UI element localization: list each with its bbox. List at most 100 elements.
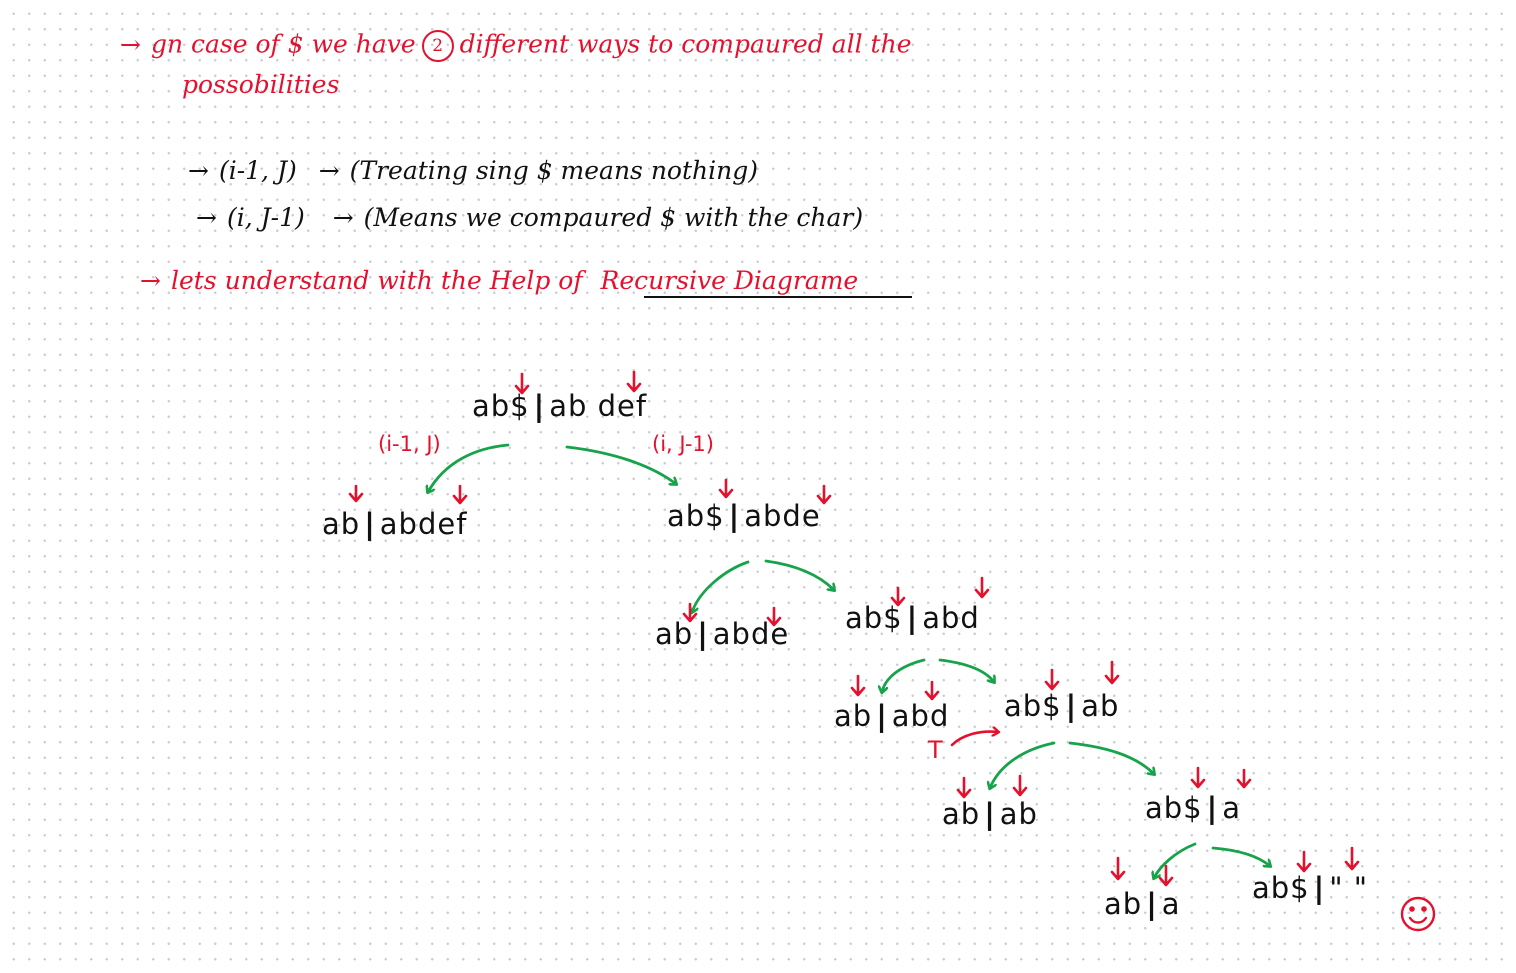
pointer-arrow-icon — [1044, 668, 1060, 691]
pointer-arrow-icon — [956, 776, 972, 799]
tree-node: ab|ab — [942, 800, 1038, 829]
node-right: abd — [922, 601, 980, 635]
node-left: ab — [1104, 887, 1143, 921]
branch-arrow — [692, 560, 750, 612]
node-left: ab — [942, 797, 981, 831]
pointer-arrow-icon — [1104, 660, 1120, 685]
tree-node: ab$|" " — [1252, 874, 1368, 903]
pointer-arrow-icon — [850, 674, 866, 697]
note-line-2: possobilities — [182, 70, 340, 99]
node-separator: | — [728, 499, 741, 533]
branch-label-left: (i-1, J) — [378, 432, 441, 456]
pointer-arrow-icon — [974, 576, 990, 599]
right-arrow-icon: → — [332, 203, 354, 232]
node-left: ab — [655, 617, 694, 651]
node-left: ab$ — [1145, 791, 1203, 825]
option-2: → (i, J-1) → (Means we compaured $ with th… — [196, 205, 863, 230]
branch-arrow — [938, 658, 994, 682]
true-label: T — [928, 736, 943, 764]
pointer-arrow-icon — [1236, 768, 1252, 789]
node-separator: | — [876, 699, 888, 733]
right-arrow-icon: → — [140, 266, 161, 295]
tree-node: ab$|ab — [1004, 692, 1119, 721]
node-right: " " — [1329, 871, 1369, 905]
node-left: ab — [322, 507, 361, 541]
branch-arrow — [882, 658, 926, 692]
pointer-arrow-icon — [766, 606, 782, 627]
tree-node: ab$|abde — [667, 502, 821, 531]
option-1: → (i-1, J) → (Treating sing $ means nothin… — [188, 158, 758, 183]
branch-arrow — [428, 443, 510, 492]
node-right: abdef — [379, 507, 468, 541]
note-line-5: → lets understand with the Help of Recurs… — [140, 268, 858, 293]
branch-arrow — [1068, 741, 1154, 774]
branch-arrow — [565, 445, 676, 484]
pointer-arrow-icon — [924, 680, 940, 701]
option-2-meaning: (Means we compaured $ with the char) — [363, 203, 864, 232]
tree-node: ab$|abd — [845, 604, 980, 633]
pointer-arrow-icon — [1190, 766, 1206, 789]
node-right: a — [1161, 887, 1181, 921]
node-left: ab$ — [472, 389, 530, 423]
smiley-icon — [1400, 896, 1436, 932]
pointer-arrow-icon — [816, 484, 832, 505]
recursive-diagram-link: Recursive Diagrame — [600, 266, 859, 295]
tree-node-root: ab$|ab def — [472, 392, 647, 421]
tree-node: ab|abde — [655, 620, 789, 649]
pointer-arrow-icon — [1012, 774, 1028, 797]
circled-number: 2 — [421, 30, 454, 62]
branch-arrow — [1154, 842, 1197, 878]
pointer-arrow-icon — [1344, 846, 1360, 871]
node-separator: | — [984, 797, 996, 831]
node-left: ab$ — [1004, 689, 1062, 723]
note-line-1-after: different ways to compaured all the — [459, 29, 912, 59]
pointer-arrow-icon — [348, 484, 364, 503]
tree-node: ab|abdef — [322, 510, 467, 539]
node-right: ab — [1081, 689, 1120, 723]
note-line-5-before: lets understand with the Help of — [170, 266, 583, 295]
note-line-1-before: gn case of $ we have — [150, 29, 416, 59]
tree-node: ab$|a — [1145, 794, 1241, 823]
pointer-arrow-icon — [1110, 856, 1126, 881]
right-arrow-icon: → — [318, 156, 340, 185]
pointer-arrow-icon — [1296, 850, 1312, 873]
pointer-arrow-icon — [1158, 864, 1174, 887]
right-arrow-icon: → — [120, 29, 141, 59]
pointer-arrow-icon — [718, 478, 734, 499]
pointer-arrow-icon — [514, 372, 530, 395]
node-separator: | — [697, 617, 709, 651]
node-separator: | — [1146, 887, 1158, 921]
node-right: abd — [891, 699, 950, 733]
pointer-arrow-icon — [682, 602, 698, 623]
link-underline — [644, 296, 912, 298]
right-arrow-icon: → — [196, 203, 217, 232]
node-left: ab — [834, 699, 873, 733]
pointer-arrow-icon — [626, 370, 642, 393]
right-arrow-icon: → — [188, 156, 209, 185]
tree-node: ab|a — [1104, 890, 1181, 919]
node-separator: | — [533, 389, 546, 423]
true-arrow — [950, 732, 998, 747]
node-separator: | — [1313, 871, 1326, 905]
option-1-meaning: (Treating sing $ means nothing) — [349, 156, 758, 185]
option-1-pair: (i-1, J) — [218, 156, 297, 185]
pointer-arrow-icon — [452, 484, 468, 505]
tree-node: ab|abd — [834, 702, 949, 731]
branch-arrow — [764, 559, 834, 590]
node-right: ab — [999, 797, 1038, 831]
branch-label-right: (i, J-1) — [652, 432, 714, 456]
branch-arrow — [1211, 846, 1270, 866]
node-separator: | — [1065, 689, 1078, 723]
option-2-pair: (i, J-1) — [226, 203, 305, 232]
branch-arrow — [990, 741, 1056, 788]
node-right: abde — [744, 499, 821, 533]
node-right: ab def — [549, 389, 648, 423]
node-left: ab$ — [667, 499, 725, 533]
node-separator: | — [364, 507, 376, 541]
node-left: ab$ — [845, 601, 903, 635]
node-separator: | — [1206, 791, 1219, 825]
pointer-arrow-icon — [890, 586, 906, 607]
node-separator: | — [906, 601, 919, 635]
